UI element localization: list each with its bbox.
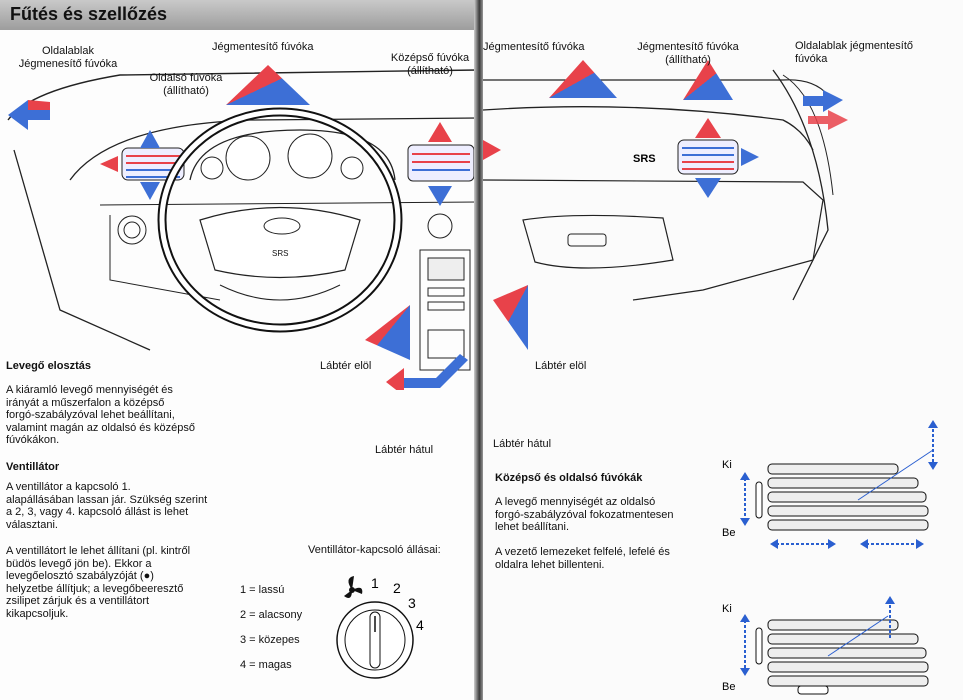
vents-body-1: A levegő mennyiségét az oldalsó forgó-sz… bbox=[495, 496, 674, 533]
side-vent-arrow-down-right bbox=[695, 178, 721, 198]
label-footwell-rear-left: Lábtér hátul bbox=[375, 444, 434, 456]
dashboard-illustration-left: SRS bbox=[7, 65, 478, 390]
vents-body-2: A vezető lemezeket felfelé, lefelé és ol… bbox=[495, 546, 670, 571]
vent-diagram-bottom: Ki Be bbox=[722, 596, 929, 695]
label-ki-top: Ki bbox=[722, 459, 732, 471]
centre-vent-arrow-right bbox=[483, 140, 501, 160]
side-vent-arrow-up bbox=[140, 130, 160, 148]
fan-switch-title: Ventillátor-kapcsoló állásai: bbox=[308, 544, 441, 556]
vents-title: Középső és oldalsó fúvókák bbox=[495, 472, 643, 484]
side-vent-right bbox=[677, 139, 739, 175]
fan-switch-legend-item: 1 = lassú bbox=[240, 583, 285, 596]
label-footwell-front-right: Lábtér elöl bbox=[535, 360, 587, 372]
fan-body-1: A ventillátor a kapcsoló 1. alapállásába… bbox=[6, 481, 208, 531]
right-page: SRS Jégmentesítő fúvóka Jégmentesítő fúv… bbox=[483, 0, 963, 700]
label-windscreen-defrost: Jégmentesítő fúvóka bbox=[212, 41, 314, 53]
label-footwell-front-left: Lábtér elöl bbox=[320, 360, 372, 372]
steering-wheel: SRS bbox=[157, 107, 403, 333]
label-windscreen-defrost-right: Jégmentesítő fúvóka (állítható) bbox=[637, 41, 739, 66]
vent-louvre-diagram: Ki Be Ki Be bbox=[722, 420, 938, 695]
side-vent-arrow-side-right bbox=[741, 148, 759, 166]
side-vent-arrow-down bbox=[140, 182, 160, 200]
fan-switch-legend-item: 3 = közepes bbox=[240, 633, 300, 646]
label-be-bottom: Be bbox=[722, 681, 735, 693]
centre-vent-arrow-up bbox=[428, 122, 452, 142]
windscreen-defrost-arrow-right-1 bbox=[549, 60, 617, 98]
wheel-srs-label: SRS bbox=[272, 249, 288, 258]
left-page: Fűtés és szellőzés bbox=[0, 0, 478, 700]
fan-position-4: 4 bbox=[416, 617, 424, 633]
label-windscreen-defrost-cut: Jégmentesítő fúvóka bbox=[483, 41, 585, 53]
windscreen-defrost-arrow bbox=[226, 65, 310, 105]
side-vent-arrow-left bbox=[100, 156, 118, 172]
label-be-top: Be bbox=[722, 527, 735, 539]
title-bar: Fűtés és szellőzés bbox=[0, 0, 478, 30]
label-ki-bottom: Ki bbox=[722, 603, 732, 615]
label-centre-vent: Középső fúvóka (állítható) bbox=[390, 52, 470, 77]
footwell-front-arrow-left bbox=[365, 305, 410, 360]
side-vent-arrow-up-right bbox=[695, 118, 721, 138]
fan-switch-legend-item: 4 = magas bbox=[240, 658, 292, 671]
label-side-vent: Oldalsó fúvóka (állítható) bbox=[149, 72, 223, 97]
fan-position-3: 3 bbox=[408, 595, 416, 611]
fan-position-1: 1 bbox=[371, 575, 379, 591]
label-side-window-defrost-right: Oldalablak jégmentesítő fúvóka bbox=[795, 40, 914, 65]
page-title: Fűtés és szellőzés bbox=[10, 4, 168, 24]
air-distribution-body: A kiáramló levegő mennyiségét és irányát… bbox=[6, 384, 195, 446]
footwell-front-arrow-right bbox=[493, 285, 528, 350]
label-side-window-defrost: Oldalablak Jégmenesítő fúvóka bbox=[18, 45, 118, 70]
fan-icon bbox=[344, 576, 363, 598]
dashboard-illustration-right: SRS bbox=[483, 60, 848, 350]
footwell-rear-arrow-left bbox=[386, 354, 468, 390]
side-window-defrost-arrow-left bbox=[8, 100, 50, 130]
windscreen-defrost-arrow-right-2 bbox=[683, 60, 733, 100]
centre-vent-arrow-down bbox=[428, 186, 452, 206]
vent-diagram-top: Ki Be bbox=[722, 420, 938, 549]
srs-label: SRS bbox=[633, 153, 656, 165]
side-window-defrost-arrow-right bbox=[803, 90, 848, 130]
fan-switch-legend-item: 2 = alacsony bbox=[240, 608, 303, 621]
fan-position-2: 2 bbox=[393, 580, 401, 596]
fan-switch-legend: 1 = lassú 2 = alacsony 3 = közepes 4 = m… bbox=[240, 571, 302, 684]
fan-switch-knob: 1 2 3 4 bbox=[336, 575, 424, 679]
label-footwell-rear-right: Lábtér hátul bbox=[493, 438, 552, 450]
fan-body-2: A ventillátort le lehet állítani (pl. ki… bbox=[6, 545, 191, 620]
fan-title: Ventillátor bbox=[6, 461, 60, 473]
side-vent-left bbox=[121, 147, 185, 181]
air-distribution-title: Levegő elosztás bbox=[6, 360, 91, 372]
